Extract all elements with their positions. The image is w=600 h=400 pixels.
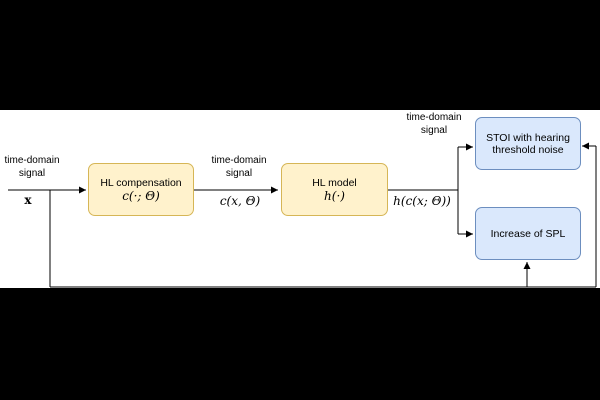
connector-layer: [8, 142, 597, 288]
spl-label: Increase of SPL: [490, 227, 566, 240]
input-label-line2: signal: [18, 168, 46, 179]
hl-compensation-title: HL compensation: [100, 176, 182, 189]
stoi-line2: threshold noise: [492, 143, 564, 156]
input-symbol: x: [24, 193, 32, 207]
top-signal-label: time-domain signal: [400, 111, 468, 137]
hl-model-formula: h(·): [324, 188, 345, 203]
hl-compensation-formula: c(·; Θ): [122, 188, 160, 203]
stoi-line1: STOI with hearing: [486, 131, 570, 144]
hl-model-title: HL model: [312, 176, 357, 189]
top-label-line1: time-domain: [406, 112, 462, 123]
diagram-canvas: time-domain signal x HL compensation c(·…: [0, 110, 600, 288]
middle-signal-label: time-domain signal: [206, 154, 272, 180]
hl-compensation-box: HL compensation c(·; Θ): [88, 163, 194, 216]
middle-label-line1: time-domain: [211, 155, 267, 166]
middle-signal-formula: c(x, Θ): [219, 194, 261, 208]
model-output-formula: h(c(x; Θ)): [393, 194, 451, 208]
spl-box: Increase of SPL: [475, 207, 581, 260]
input-signal-label: time-domain signal: [4, 154, 60, 180]
stoi-box: STOI with hearing threshold noise: [475, 117, 581, 170]
top-label-line2: signal: [420, 125, 448, 136]
middle-label-line2: signal: [225, 168, 253, 179]
input-label-line1: time-domain: [4, 155, 60, 166]
hl-model-box: HL model h(·): [281, 163, 388, 216]
